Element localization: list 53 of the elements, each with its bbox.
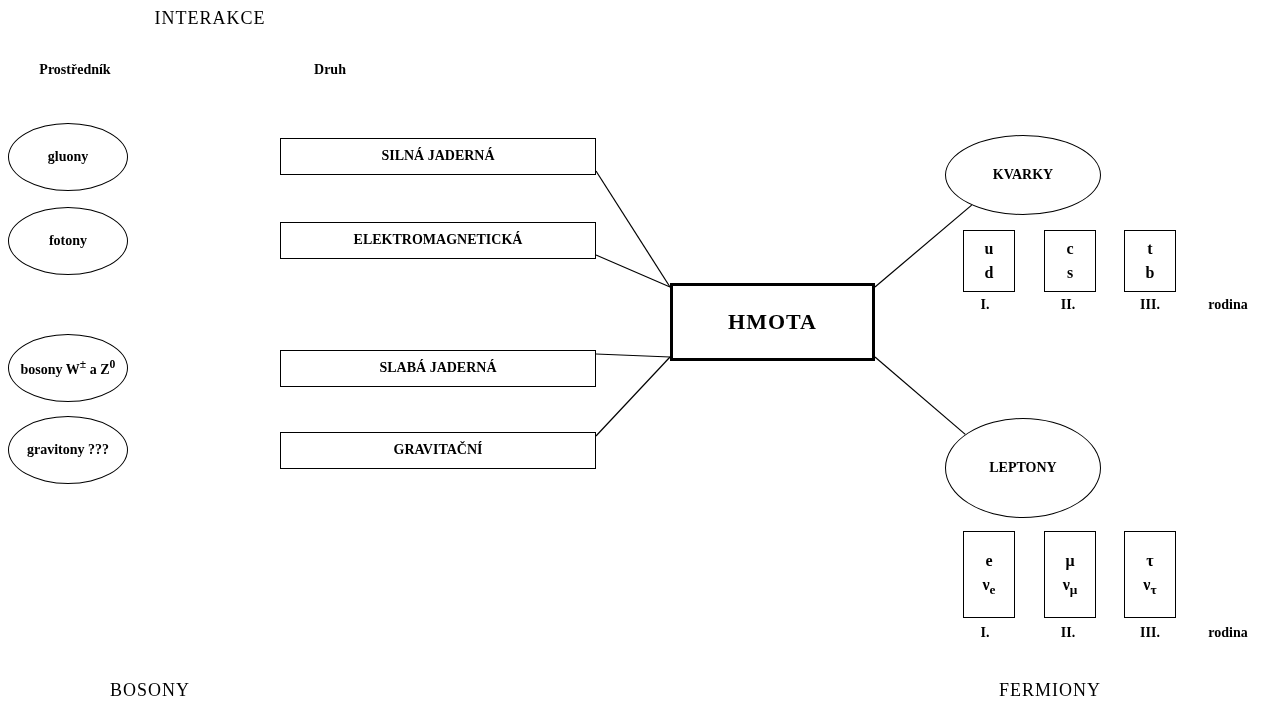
node-text: ELEKTROMAGNETICKÁ <box>353 232 523 249</box>
node-text: gravitony ??? <box>26 441 110 459</box>
node-text: s <box>1066 263 1074 283</box>
column-label: II. <box>1060 297 1076 313</box>
node-text: SLABÁ JADERNÁ <box>379 360 497 377</box>
node-text: ν$_{τ}$ <box>1143 574 1157 600</box>
column-label: III. <box>1140 625 1160 641</box>
particle-box <box>1044 531 1096 618</box>
node-text: d <box>984 263 994 283</box>
node-text: t <box>1147 239 1153 259</box>
node-text: b <box>1145 263 1155 283</box>
interaction-box <box>280 350 596 387</box>
connector-line <box>874 204 973 288</box>
node-text: ν$_{μ}$ <box>1062 574 1078 600</box>
connector-line <box>595 254 671 288</box>
heading-label: BOSONY <box>110 680 190 701</box>
column-label: I. <box>980 297 990 313</box>
particle-box <box>1124 531 1176 618</box>
column-label: Prostředník <box>39 62 111 78</box>
node-text: bosony W$^{±}$ a Z$^{0}$ <box>20 357 116 379</box>
node-text: u <box>984 239 994 259</box>
connector-line <box>595 353 671 358</box>
interaction-box <box>280 138 596 175</box>
interaction-box <box>280 432 596 469</box>
node-text: c <box>1066 239 1074 259</box>
node-text: ν$_{e}$ <box>982 574 996 600</box>
column-label: I. <box>980 625 990 641</box>
node-text: μ <box>1065 550 1075 572</box>
heading-label: FERMIONY <box>999 680 1101 701</box>
node-text: τ <box>1146 550 1154 571</box>
column-label: III. <box>1140 297 1160 313</box>
particle-box <box>963 531 1015 618</box>
node-text: HMOTA <box>728 308 817 336</box>
particle-box <box>1124 230 1176 292</box>
connector-line <box>874 356 966 435</box>
connector-line <box>595 356 671 437</box>
node-text: LEPTONY <box>989 459 1057 477</box>
particle-box <box>1044 230 1096 292</box>
column-label: rodina <box>1208 297 1248 313</box>
node-text: e <box>985 550 993 571</box>
node-text: SILNÁ JADERNÁ <box>381 148 495 165</box>
node-text: gluony <box>47 148 89 166</box>
interaction-box <box>280 222 596 259</box>
column-label: Druh <box>314 62 346 78</box>
node-text: GRAVITAČNÍ <box>393 442 483 459</box>
node-text: fotony <box>48 232 88 250</box>
column-label: rodina <box>1208 625 1248 641</box>
connector-line <box>595 170 671 288</box>
node-text: KVARKY <box>992 166 1054 184</box>
heading-label: INTERAKCE <box>154 8 266 29</box>
particle-box <box>963 230 1015 292</box>
column-label: II. <box>1060 625 1076 641</box>
central-box <box>670 283 875 361</box>
